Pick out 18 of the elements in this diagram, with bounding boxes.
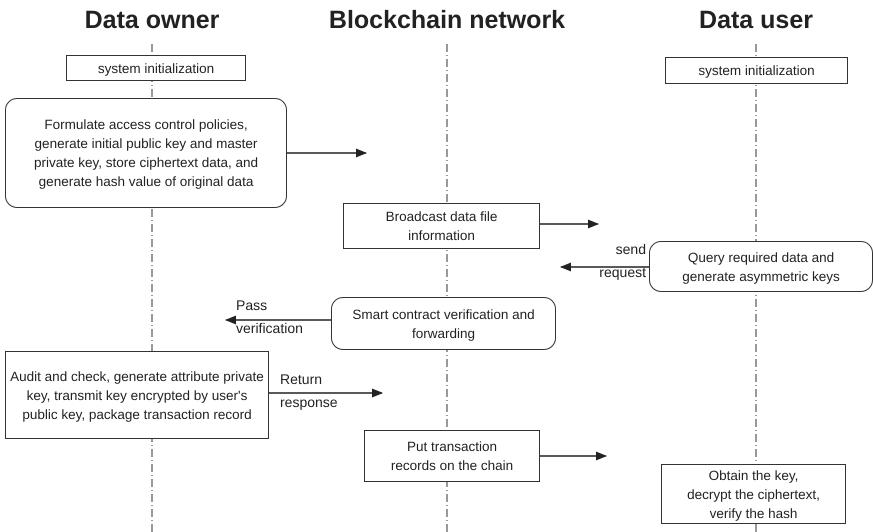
edge-label: Pass verification	[236, 296, 304, 338]
arrow	[224, 316, 331, 324]
arrow	[540, 220, 600, 228]
process-box: system initialization	[665, 57, 848, 84]
rounded-process-box: Formulate access control policies, generate initial public key and master private key, store ciphertext data, and generate hash value of original data	[5, 98, 287, 208]
rounded-process-box: Smart contract verification and forwarding	[331, 297, 556, 350]
process-box: Obtain the key, decrypt the ciphertext, verify the hash	[661, 464, 846, 524]
arrow	[540, 452, 608, 460]
edge-label: Return response	[280, 370, 339, 412]
arrow	[560, 262, 649, 272]
arrow	[269, 388, 384, 398]
arrow	[287, 148, 368, 158]
process-box: Put transaction records on the chain	[364, 430, 540, 482]
rounded-process-box: Query required data and generate asymmetric keys	[649, 241, 873, 292]
process-box: system initialization	[66, 55, 246, 81]
edge-label: send request	[598, 240, 646, 282]
process-box: Audit and check, generate attribute private key, transmit key encrypted by user's public key, package transaction record	[5, 351, 269, 439]
process-box: Broadcast data file information	[343, 203, 540, 249]
